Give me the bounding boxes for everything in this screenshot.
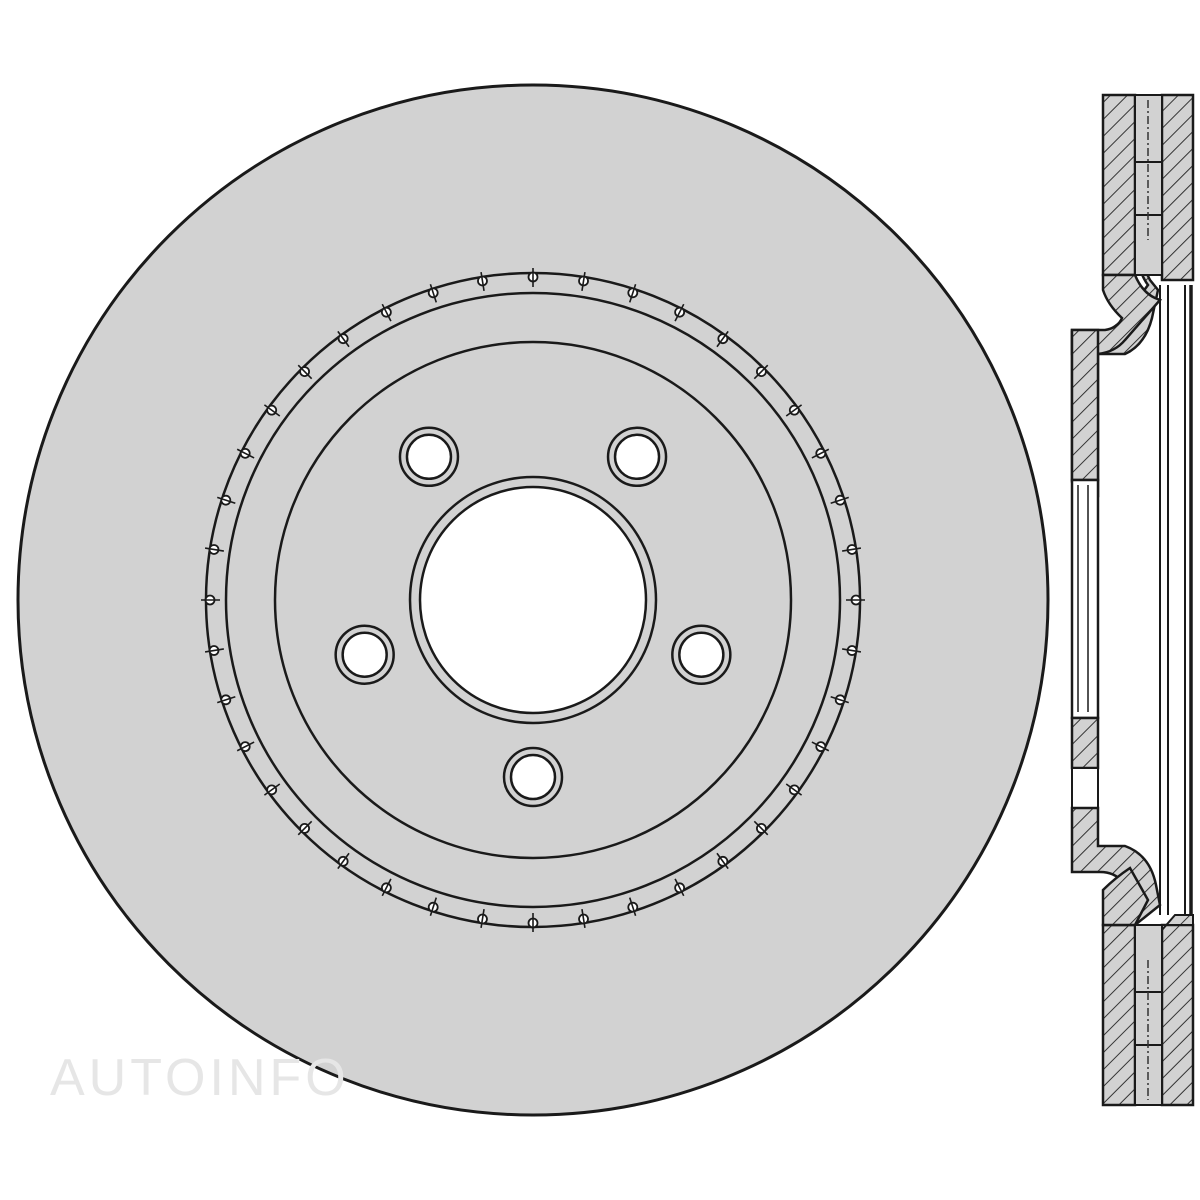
- vent-hole: [297, 820, 313, 836]
- cross-section-view: [1070, 93, 1195, 1107]
- section-plate-left-bottom: [1101, 923, 1137, 1107]
- vent-hole: [263, 783, 281, 796]
- vent-hole: [674, 303, 686, 322]
- vent-hole: [236, 447, 255, 459]
- hat-ring: [273, 340, 793, 860]
- section-plate-left-outer: [1101, 93, 1137, 277]
- vent-hole: [527, 913, 539, 932]
- vent-ring-inner: [224, 291, 842, 909]
- vent-hole: [263, 404, 281, 417]
- vent-hole: [811, 447, 830, 459]
- vent-hole: [716, 330, 729, 348]
- vent-hole: [785, 783, 803, 796]
- vent-hole: [753, 364, 769, 380]
- vent-hole: [811, 741, 830, 753]
- section-hat-flange-lower: [1070, 716, 1100, 770]
- vent-hole: [217, 494, 236, 506]
- front-view: [16, 83, 1050, 1117]
- vent-hole: [846, 594, 865, 606]
- vent-hole: [830, 694, 849, 706]
- watermark-logo: AUTOINFO: [50, 1049, 350, 1107]
- vent-hole: [716, 852, 729, 870]
- vent-hole: [204, 544, 224, 555]
- section-vane-top: [1134, 94, 1163, 276]
- stud-hole: [398, 426, 460, 488]
- section-plate-left-bottom-shoulder: [1101, 866, 1150, 927]
- section-hat-flange-slot: [1071, 767, 1099, 809]
- vent-hole: [380, 303, 392, 322]
- section-plate-right-bottom: [1160, 923, 1195, 1107]
- vent-hole: [674, 878, 686, 897]
- vent-hole: [578, 909, 589, 929]
- stud-hole: [334, 624, 395, 685]
- vent-hole: [337, 852, 350, 870]
- vent-hole: [217, 694, 236, 706]
- stud-hole: [671, 624, 732, 685]
- vent-hole: [201, 594, 220, 606]
- section-hat-flange-upper: [1070, 328, 1100, 482]
- section-hat-flange-stud-gap: [1070, 478, 1100, 720]
- vent-hole: [830, 494, 849, 506]
- vent-hole: [297, 364, 313, 380]
- vent-hole: [578, 271, 589, 291]
- vent-hole: [627, 284, 639, 303]
- vent-hole: [427, 897, 439, 916]
- vent-hole: [527, 268, 539, 287]
- vent-hole: [337, 330, 350, 348]
- vent-hole: [842, 544, 862, 555]
- vent-hole: [477, 909, 488, 929]
- section-plate-right-top: [1160, 93, 1195, 282]
- vent-holes: [201, 268, 865, 932]
- vent-hole: [204, 645, 224, 656]
- vent-hole: [236, 741, 255, 753]
- vent-hole: [842, 645, 862, 656]
- stud-hole: [606, 426, 668, 488]
- center-bore: [418, 485, 648, 715]
- stud-holes: [334, 426, 732, 808]
- stud-hole: [502, 746, 564, 808]
- vent-hole: [477, 271, 488, 291]
- vent-hole: [427, 284, 439, 303]
- vent-hole: [627, 897, 639, 916]
- vent-hole: [785, 404, 803, 417]
- vent-hole: [380, 878, 392, 897]
- vent-hole: [753, 820, 769, 836]
